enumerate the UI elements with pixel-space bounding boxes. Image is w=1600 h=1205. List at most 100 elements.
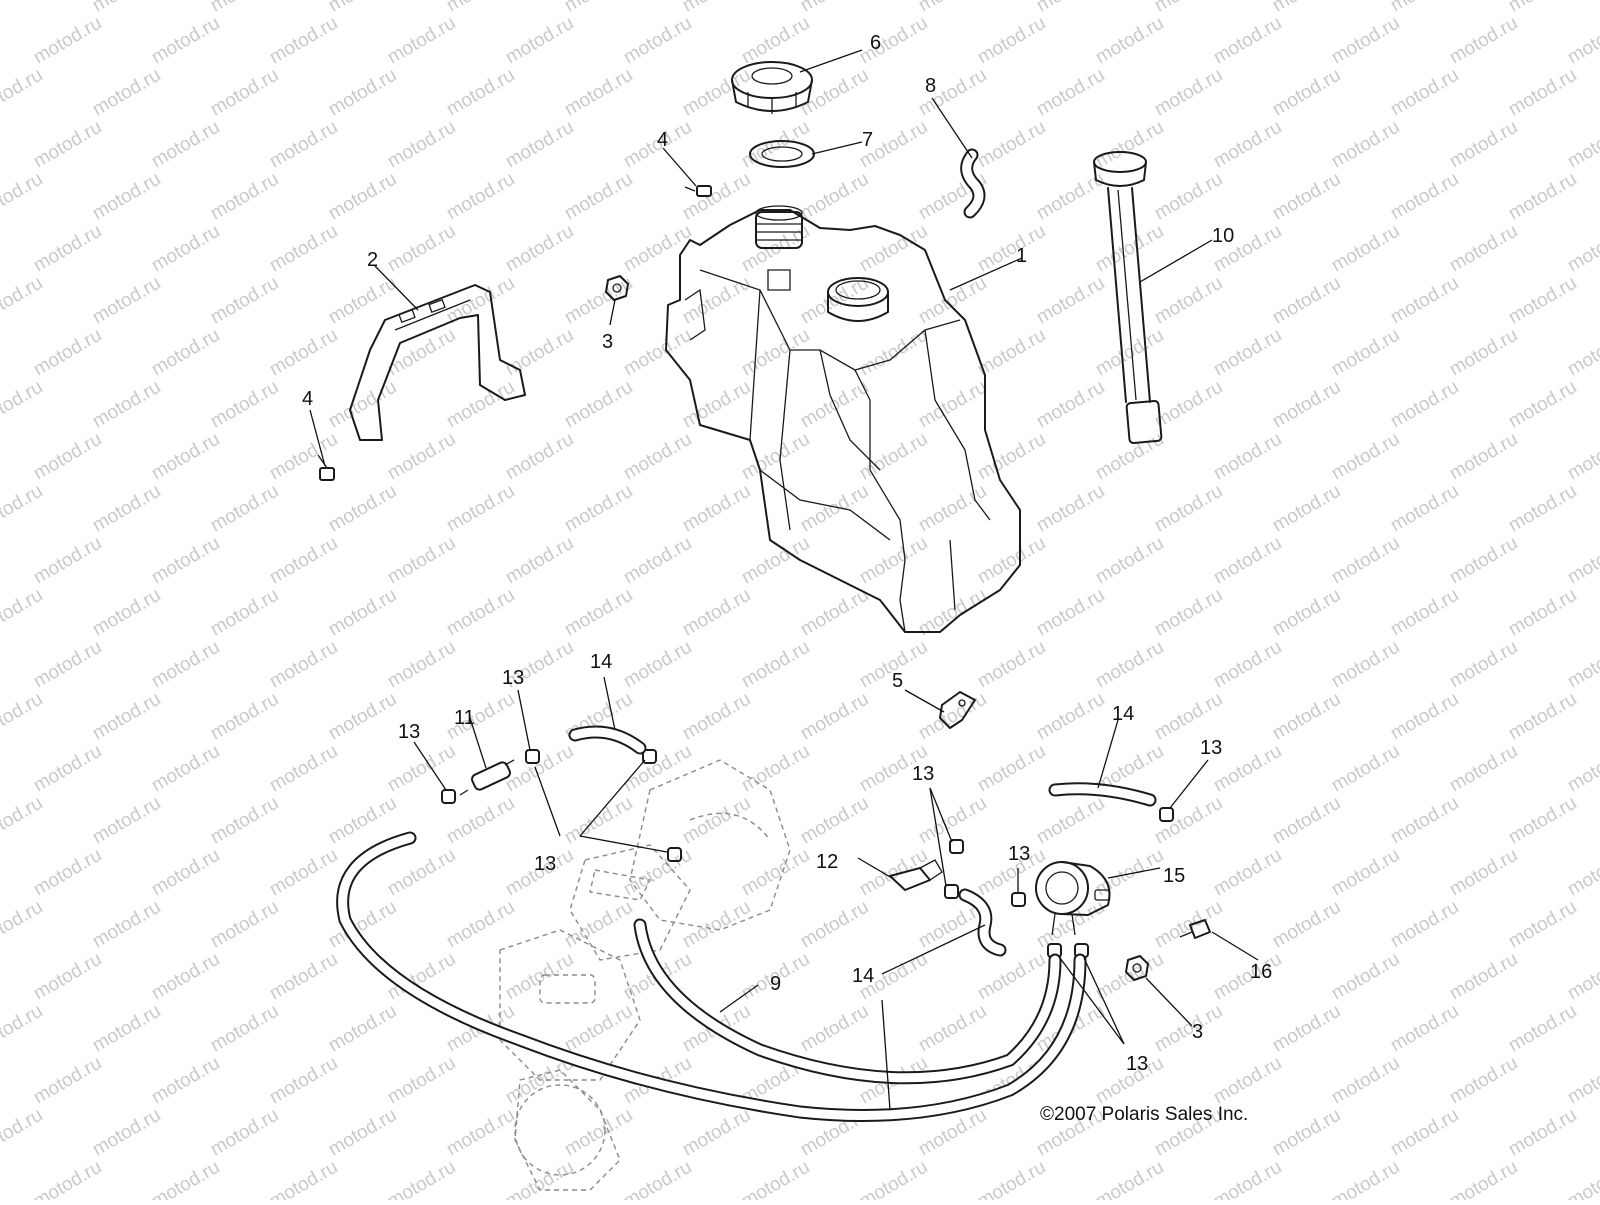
watermark-text: motod.ru: [738, 741, 813, 797]
watermark-text: motod.ru: [207, 793, 282, 849]
watermark-text: motod.ru: [1564, 533, 1600, 589]
watermark-text: motod.ru: [797, 481, 872, 537]
copyright-notice: ©2007 Polaris Sales Inc.: [1040, 1104, 1249, 1125]
watermark-text: motod.ru: [0, 481, 46, 537]
watermark-text: motod.ru: [1328, 429, 1403, 485]
watermark-text: motod.ru: [0, 0, 46, 16]
watermark-text: motod.ru: [915, 273, 990, 329]
watermark-text: motod.ru: [207, 65, 282, 121]
watermark-text: motod.ru: [1269, 377, 1344, 433]
watermark-text: motod.ru: [1033, 169, 1108, 225]
watermark-text: motod.ru: [325, 689, 400, 745]
watermark-text: motod.ru: [1033, 481, 1108, 537]
watermark-text: motod.ru: [974, 533, 1049, 589]
watermark-text: motod.ru: [502, 13, 577, 69]
watermark-text: motod.ru: [1328, 1053, 1403, 1109]
watermark-text: motod.ru: [1387, 273, 1462, 329]
watermark-text: motod.ru: [30, 429, 105, 485]
watermark-text: motod.ru: [325, 0, 400, 16]
callout-8: 8: [925, 75, 936, 97]
watermark-text: motod.ru: [1269, 65, 1344, 121]
watermark-text: motod.ru: [1387, 793, 1462, 849]
watermark-text: motod.ru: [620, 533, 695, 589]
callout-14-bottom: 14: [852, 965, 874, 987]
nut-left: [605, 275, 629, 301]
watermark-text: motod.ru: [1387, 897, 1462, 953]
watermark-text: motod.ru: [325, 585, 400, 641]
engine-ghost: [499, 759, 791, 1191]
watermark-text: motod.ru: [620, 13, 695, 69]
watermark-text: motod.ru: [207, 169, 282, 225]
watermark-text: motod.ru: [30, 117, 105, 173]
bolt-top: [684, 185, 712, 197]
watermark-text: motod.ru: [561, 1105, 636, 1161]
watermark-text: motod.ru: [561, 585, 636, 641]
watermark-text: motod.ru: [679, 0, 754, 16]
watermark-text: motod.ru: [974, 741, 1049, 797]
watermark-text: motod.ru: [30, 1053, 105, 1109]
watermark-text: motod.ru: [0, 377, 46, 433]
watermark-text: motod.ru: [797, 169, 872, 225]
watermark-text: motod.ru: [148, 1053, 223, 1109]
watermark-text: motod.ru: [1387, 585, 1462, 641]
watermark-text: motod.ru: [1328, 325, 1403, 381]
watermark-text: motod.ru: [856, 13, 931, 69]
watermark-text: motod.ru: [502, 429, 577, 485]
watermark-text: motod.ru: [1564, 117, 1600, 173]
watermark-text: motod.ru: [1092, 845, 1167, 901]
watermark-text: motod.ru: [1092, 637, 1167, 693]
watermark-text: motod.ru: [1446, 13, 1521, 69]
watermark-text: motod.ru: [502, 117, 577, 173]
watermark-text: motod.ru: [974, 637, 1049, 693]
watermark-text: motod.ru: [1151, 481, 1226, 537]
callout-6: 6: [870, 32, 881, 54]
watermark-text: motod.ru: [89, 793, 164, 849]
watermark-text: motod.ru: [502, 533, 577, 589]
watermark-text: motod.ru: [738, 429, 813, 485]
watermark-text: motod.ru: [384, 741, 459, 797]
callout-13-b: 13: [502, 667, 524, 689]
watermark-text: motod.ru: [384, 117, 459, 173]
watermark-text: motod.ru: [738, 845, 813, 901]
watermark-text: motod.ru: [1210, 429, 1285, 485]
watermark-text: motod.ru: [0, 65, 46, 121]
watermark-text: motod.ru: [266, 949, 341, 1005]
watermark-text: motod.ru: [1387, 169, 1462, 225]
watermark-text: motod.ru: [1446, 429, 1521, 485]
watermark-text: motod.ru: [1092, 221, 1167, 277]
watermark-text: motod.ru: [0, 273, 46, 329]
callout-4-top: 4: [657, 129, 668, 151]
watermark-text: motod.ru: [89, 377, 164, 433]
hose-clip: [939, 691, 976, 729]
watermark-text: motod.ru: [207, 273, 282, 329]
watermark-text: motod.ru: [1033, 897, 1108, 953]
watermark-text: motod.ru: [0, 1105, 46, 1161]
hose-fitting: [889, 859, 943, 891]
watermark-text: motod.ru: [1328, 741, 1403, 797]
watermark-text: motod.ru: [1092, 117, 1167, 173]
watermark-text: motod.ru: [384, 533, 459, 589]
watermark-text: motod.ru: [974, 325, 1049, 381]
watermark-text: motod.ru: [1210, 1053, 1285, 1109]
watermark-text: motod.ru: [266, 1157, 341, 1200]
watermark-text: motod.ru: [443, 1105, 518, 1161]
nut-right: [1125, 955, 1149, 981]
watermark-text: motod.ru: [1505, 377, 1580, 433]
watermark-text: motod.ru: [1033, 793, 1108, 849]
watermark-text: motod.ru: [1151, 1001, 1226, 1057]
vent-hose: [960, 148, 986, 219]
watermark-text: motod.ru: [1151, 65, 1226, 121]
watermark-text: motod.ru: [915, 377, 990, 433]
watermark-text: motod.ru: [148, 637, 223, 693]
watermark-text: motod.ru: [0, 585, 46, 641]
callout-13-g: 13: [1126, 1053, 1148, 1075]
watermark-text: motod.ru: [443, 481, 518, 537]
watermark-text: motod.ru: [1210, 1157, 1285, 1200]
watermark-text: motod.ru: [1328, 13, 1403, 69]
watermark-text: motod.ru: [1505, 897, 1580, 953]
watermark-text: motod.ru: [738, 637, 813, 693]
watermark-text: motod.ru: [1210, 845, 1285, 901]
watermark-text: motod.ru: [1564, 741, 1600, 797]
callout-15: 15: [1163, 865, 1185, 887]
watermark-text: motod.ru: [1446, 949, 1521, 1005]
